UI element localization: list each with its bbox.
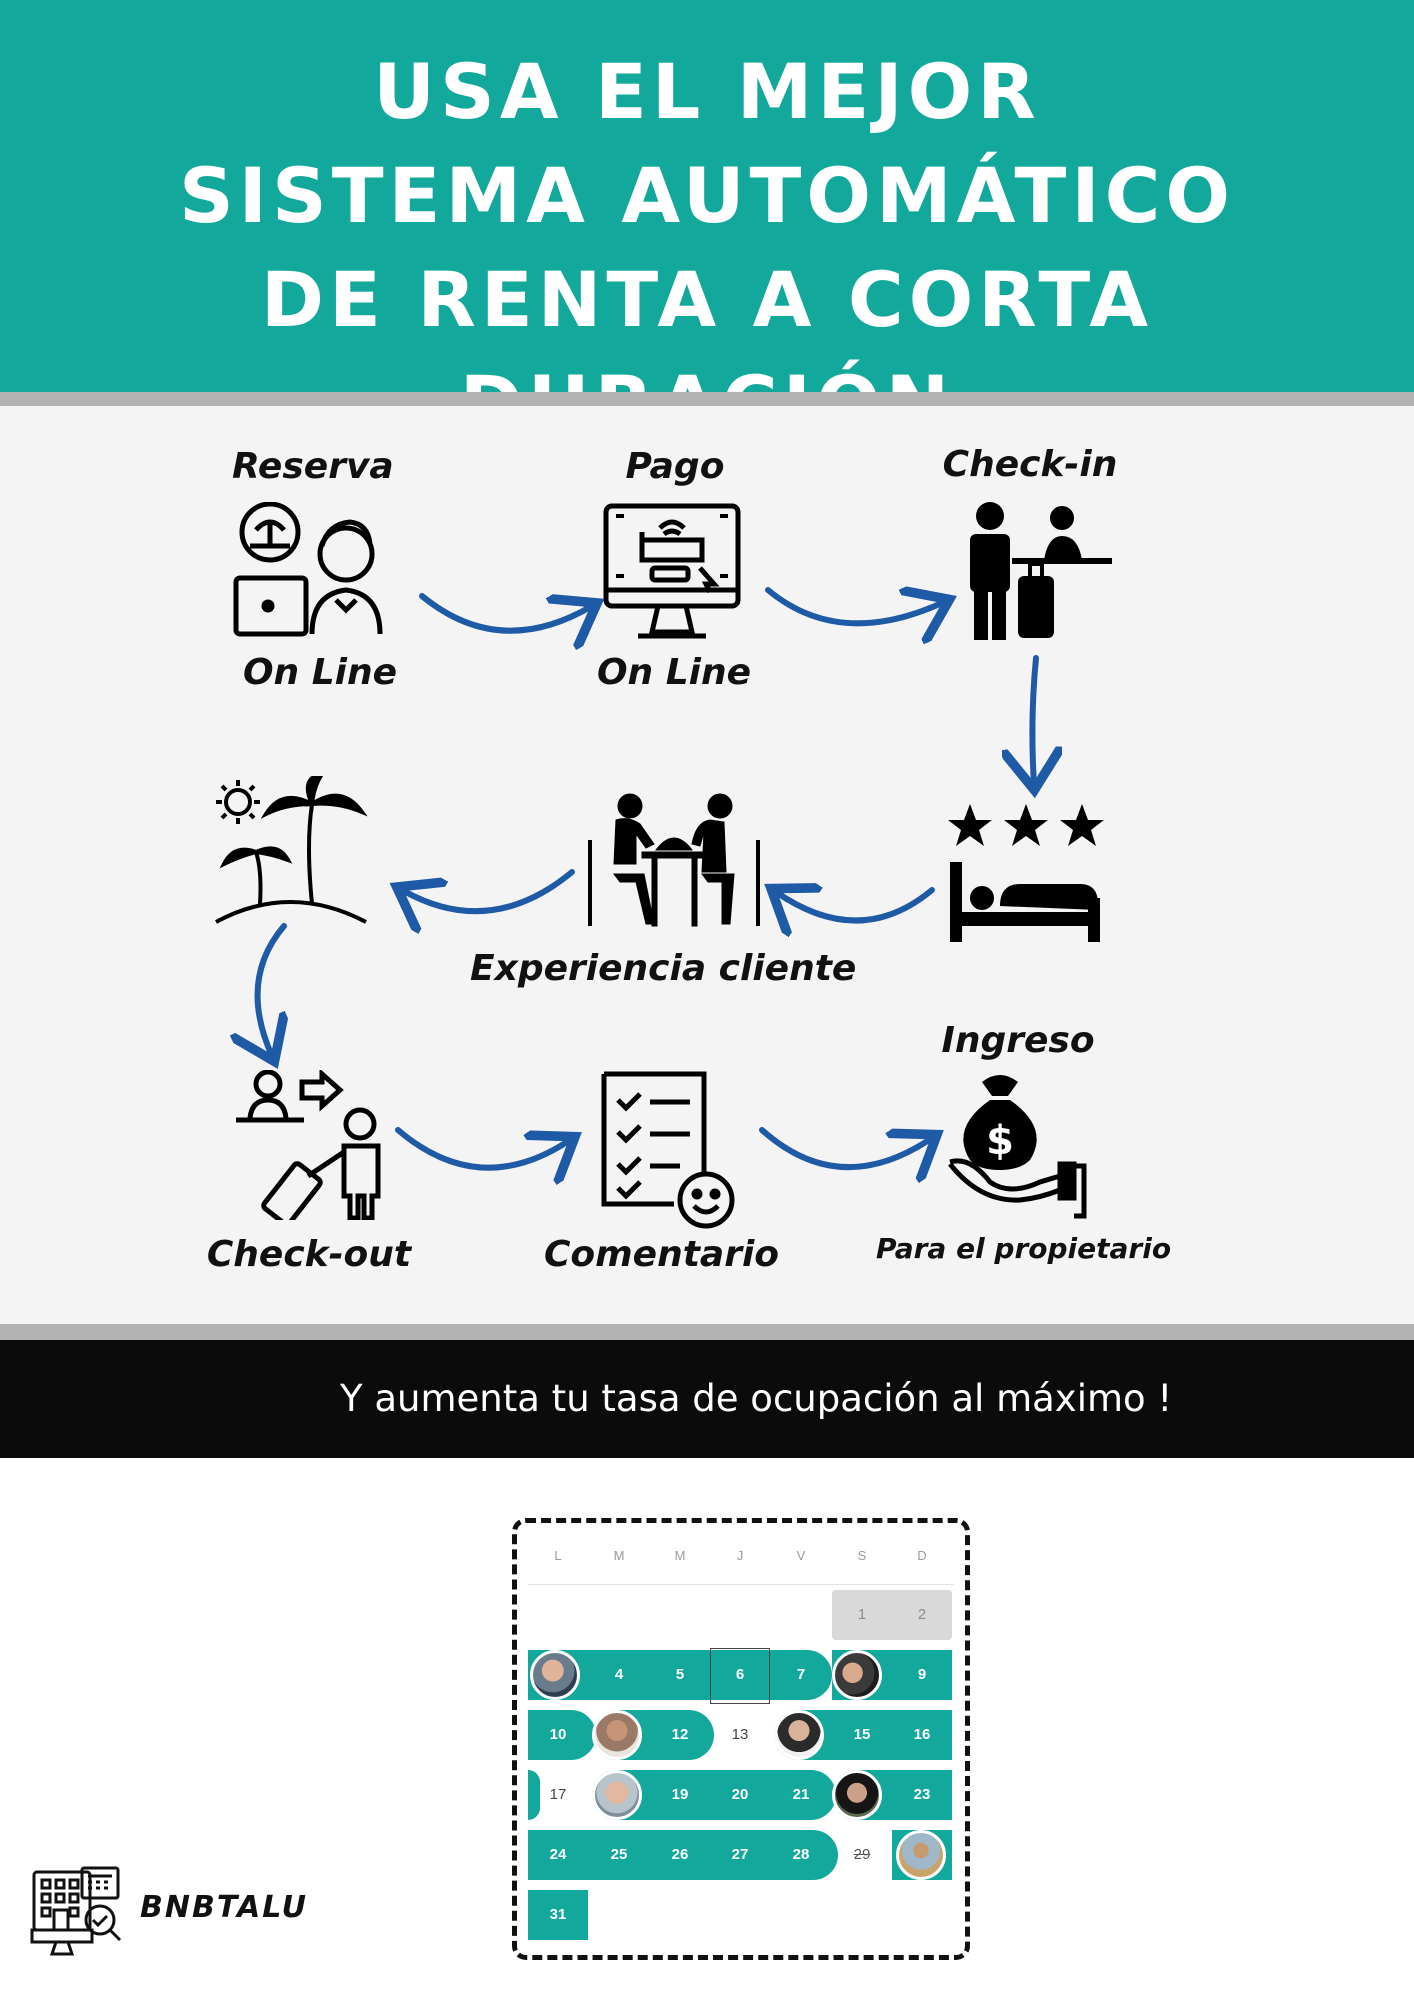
svg-text:$: $ (986, 1118, 1014, 1164)
weekday-header: M (674, 1548, 686, 1563)
calendar-day[interactable]: 9 (917, 1666, 927, 1683)
calendar-day[interactable]: 21 (792, 1786, 810, 1803)
band-divider (0, 1324, 1414, 1340)
beach-palms-icon (215, 776, 368, 924)
calendar-day[interactable]: 7 (796, 1666, 806, 1683)
calendar-day[interactable]: 10 (549, 1726, 567, 1743)
booking-bar[interactable] (528, 1710, 596, 1760)
brand-name: BNBTALU (140, 1890, 309, 1925)
guest-avatar (774, 1710, 824, 1760)
person-laptop-icon (233, 502, 383, 637)
weekday-header: L (554, 1548, 562, 1563)
calendar-day[interactable]: 4 (614, 1666, 624, 1683)
booking-bar[interactable] (528, 1830, 838, 1880)
checkout-luggage-icon (236, 1070, 381, 1220)
calendar-day[interactable]: 1 (857, 1606, 867, 1623)
divider-strip (0, 392, 1414, 406)
calendar-day[interactable]: 12 (671, 1726, 689, 1743)
calendar-day[interactable]: 19 (671, 1786, 689, 1803)
selected-day-outline (710, 1648, 770, 1704)
step-comentario-title: Comentario (544, 1234, 780, 1275)
weekday-header: D (917, 1548, 927, 1563)
title-line-2: SISTEMA AUTOMÁTICO (178, 151, 1236, 240)
step-ingreso-subtitle: Para el propietario (876, 1232, 1172, 1265)
tagline-band (0, 1340, 1414, 1458)
calendar-day[interactable]: 28 (792, 1846, 810, 1863)
weekday-header: V (796, 1548, 806, 1563)
step-reserva-subtitle: On Line (242, 652, 398, 693)
booking-bar[interactable] (528, 1770, 540, 1820)
step-ingreso-title: Ingreso (941, 1020, 1095, 1061)
brand-logo-icon (30, 1866, 122, 1956)
checkin-desk-icon (970, 502, 1112, 640)
guest-avatar (832, 1770, 882, 1820)
guest-avatar (530, 1650, 580, 1700)
header-banner: USA EL MEJOR SISTEMA AUTOMÁTICO DE RENTA… (0, 0, 1414, 448)
guest-avatar (896, 1830, 946, 1880)
calendar-day[interactable]: 23 (913, 1786, 931, 1803)
booking-bar[interactable] (528, 1890, 588, 1940)
calendar-day[interactable]: 29 (853, 1846, 871, 1863)
monitor-booking-icon (603, 503, 741, 639)
step-pago-subtitle: On Line (596, 652, 752, 693)
guest-avatar (592, 1710, 642, 1760)
page-title: USA EL MEJOR SISTEMA AUTOMÁTICO DE RENTA… (0, 40, 1414, 456)
money-bag-hand-icon: $ (948, 1075, 1087, 1219)
rated-bed-icon (948, 804, 1104, 942)
calendar-day[interactable]: 24 (549, 1846, 567, 1863)
calendar-day[interactable]: 5 (675, 1666, 685, 1683)
calendar-day[interactable]: 2 (917, 1606, 927, 1623)
blocked-days (832, 1590, 952, 1640)
feedback-checklist-icon (601, 1071, 735, 1229)
step-reserva-title: Reserva (232, 446, 394, 487)
guest-avatar (592, 1770, 642, 1820)
tagline-text: Y aumenta tu tasa de ocupación al máximo… (340, 1377, 1173, 1420)
step-experiencia-title: Experiencia cliente (470, 948, 857, 989)
guest-avatar (832, 1650, 882, 1700)
step-pago-title: Pago (625, 446, 725, 487)
weekday-header: M (613, 1548, 625, 1563)
calendar-day[interactable]: 13 (731, 1726, 749, 1743)
calendar-day[interactable]: 17 (549, 1786, 567, 1803)
occupancy-calendar: L M M J V S D 1 2 4 5 6 7 9 10 12 13 15 … (528, 1548, 954, 1950)
calendar-day[interactable]: 27 (731, 1846, 749, 1863)
calendar-day[interactable]: 20 (731, 1786, 749, 1803)
title-line-1: USA EL MEJOR (373, 47, 1041, 136)
step-checkout-title: Check-out (206, 1234, 412, 1275)
calendar-day[interactable]: 15 (853, 1726, 871, 1743)
step-checkin-title: Check-in (942, 444, 1118, 485)
calendar-day[interactable]: 26 (671, 1846, 689, 1863)
dinner-couple-icon (588, 793, 760, 927)
calendar-day[interactable]: 6 (735, 1666, 745, 1683)
weekday-header: S (857, 1548, 867, 1563)
calendar-day[interactable]: 25 (610, 1846, 628, 1863)
weekday-header: J (736, 1548, 744, 1563)
weekday-divider (528, 1584, 954, 1585)
calendar-day[interactable]: 16 (913, 1726, 931, 1743)
calendar-day[interactable]: 31 (549, 1906, 567, 1923)
